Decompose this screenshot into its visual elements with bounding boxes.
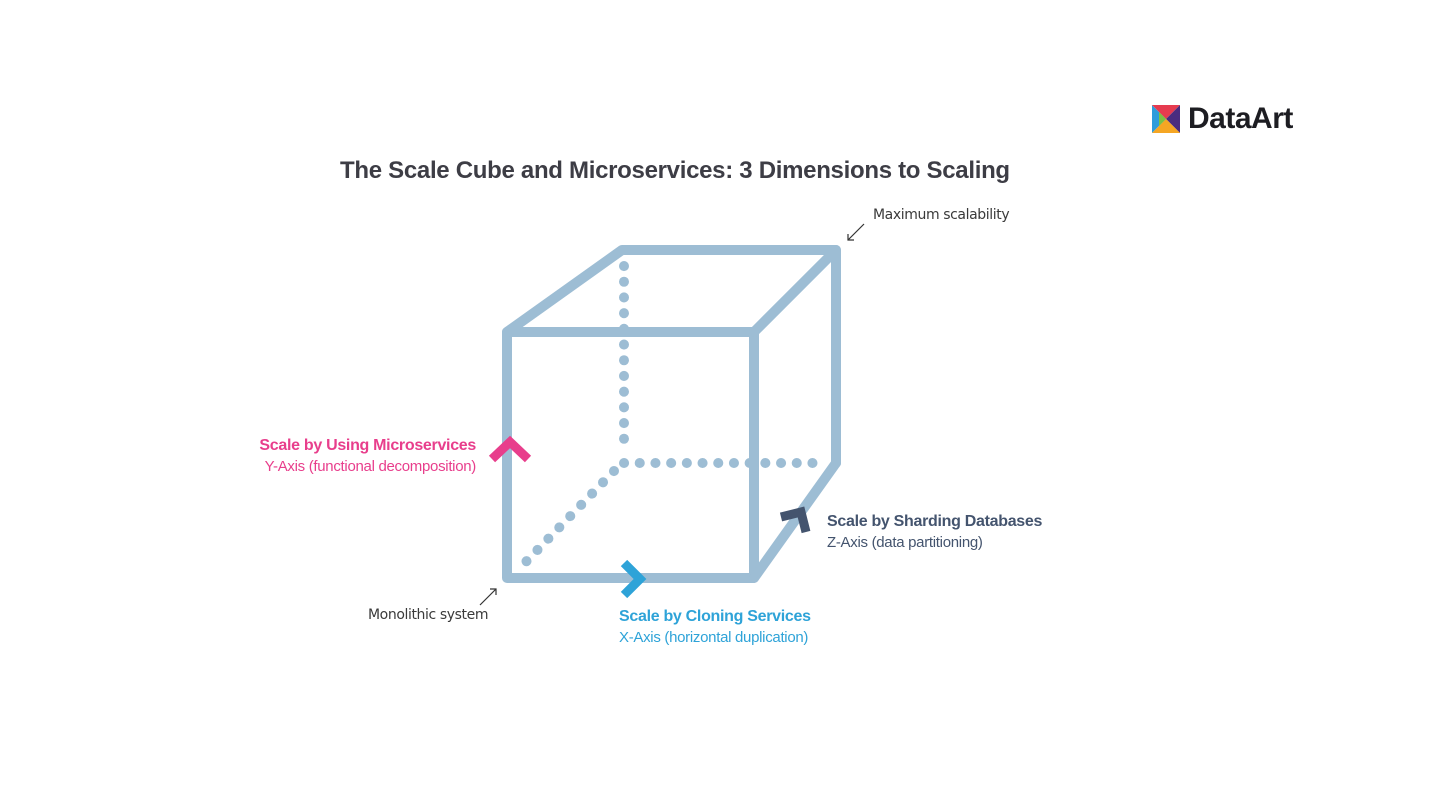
page-title: The Scale Cube and Microservices: 3 Dime… <box>340 157 1010 184</box>
y-axis-subtitle: Y-Axis (functional decomposition) <box>264 458 477 475</box>
x-axis-title: Scale by Cloning Services <box>619 608 811 625</box>
cube-hidden-edge-depth <box>512 466 619 576</box>
cube-visible-edges <box>502 245 841 583</box>
max-scalability-pointer <box>847 223 865 241</box>
y-axis-arrow <box>488 435 532 463</box>
y-axis-label: Scale by Using Microservices Y-Axis (fun… <box>259 437 477 475</box>
multicolor-square-logo-icon <box>1152 105 1180 133</box>
z-axis-title: Scale by Sharding Databases <box>827 513 1043 530</box>
maximum-scalability-label: Maximum scalability <box>873 207 1010 223</box>
cube-top-face <box>502 245 841 337</box>
x-axis-label: Scale by Cloning Services X-Axis (horizo… <box>619 608 811 646</box>
y-axis-title: Scale by Using Microservices <box>259 437 476 454</box>
z-axis-label: Scale by Sharding Databases Z-Axis (data… <box>827 513 1043 551</box>
x-axis-subtitle: X-Axis (horizontal duplication) <box>619 629 809 646</box>
x-axis-arrow <box>620 559 647 599</box>
monolithic-system-label: Monolithic system <box>368 607 489 623</box>
monolithic-system-pointer <box>479 588 497 606</box>
brand-logo: DataArt <box>1152 104 1293 134</box>
z-axis-subtitle: Z-Axis (data partitioning) <box>827 534 983 551</box>
cube-front-face <box>502 327 759 583</box>
cube-bottom-right-edge <box>749 458 841 583</box>
brand-name: DataArt <box>1188 102 1293 135</box>
z-axis-arrow <box>779 506 811 534</box>
cube-hidden-edges <box>512 261 832 576</box>
